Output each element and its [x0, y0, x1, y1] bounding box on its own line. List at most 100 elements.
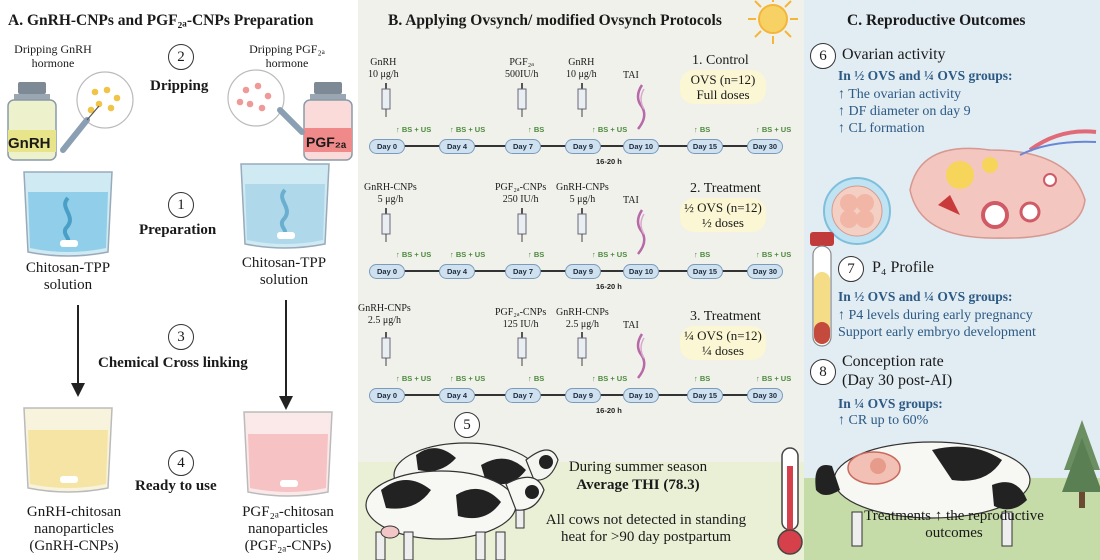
interval-label: 16-20 h	[596, 157, 622, 166]
day-marker: Day 0	[369, 264, 405, 279]
pgf-vial-icon	[303, 82, 353, 161]
step-4-number: 4	[168, 450, 194, 476]
sampling-label: ↑ BS + US	[756, 125, 792, 134]
s6-item: ↑ DF diameter on day 9	[838, 104, 971, 119]
s8-groups: In ¼ OVS groups:	[838, 396, 943, 411]
syringe-left-icon	[60, 71, 134, 153]
panel-a-title: A. GnRH-CNPs and PGF₂ₐ-CNPs Preparation	[8, 12, 314, 29]
day-marker: Day 15	[687, 139, 723, 154]
sampling-label: ↑ BS	[528, 374, 545, 383]
p1-group-pill: OVS (n=12)Full doses	[680, 70, 766, 104]
p1-group-title: 1. Control	[692, 53, 749, 68]
s7-item: Support early embryo development	[838, 325, 1036, 340]
day-marker: Day 9	[565, 139, 601, 154]
sampling-label: ↑ BS + US	[450, 125, 486, 134]
day-marker: Day 30	[747, 264, 783, 279]
p1-header-tai: TAI	[623, 70, 639, 81]
interval-label: 16-20 h	[596, 406, 622, 415]
bottom-outcome: Treatments ↑ the reproductive outcomes	[834, 508, 1074, 542]
s8-subtitle: (Day 30 post-AI)	[842, 372, 953, 389]
step-1-number: 1	[168, 192, 194, 218]
syringe-icon	[577, 332, 587, 366]
syringe-icon	[517, 332, 527, 366]
interval-label: 16-20 h	[596, 282, 622, 291]
s7-list: ↑ P4 levels during early pregnancy Suppo…	[838, 307, 1036, 341]
sampling-label: ↑ BS	[694, 250, 711, 259]
day-marker: Day 10	[623, 388, 659, 403]
step-3-number: 3	[168, 324, 194, 350]
day-marker: Day 30	[747, 388, 783, 403]
chitosan-right-label: Chitosan-TPP solution	[241, 255, 327, 288]
tree-icon	[1062, 420, 1100, 508]
day-marker: Day 15	[687, 264, 723, 279]
day-marker: Day 4	[439, 388, 475, 403]
arrow-down-right-icon	[279, 300, 293, 410]
pgf-cnps-label-line1: PGF₂ₐ-chitosan nanoparticles	[242, 504, 334, 537]
panel-b-title: B. Applying Ovsynch/ modified Ovsynch Pr…	[388, 12, 722, 29]
step-6-number: 6	[810, 43, 836, 69]
syringe-icon	[577, 208, 587, 242]
p2-group-pill: ½ OVS (n=12)½ doses	[680, 198, 766, 232]
sampling-label: ↑ BS + US	[592, 250, 628, 259]
panel-a-preparation: A. GnRH-CNPs and PGF₂ₐ-CNPs Preparation …	[0, 0, 358, 560]
day-marker: Day 15	[687, 388, 723, 403]
pgf-vial-label: PGF₂ₐ	[306, 134, 347, 150]
sampling-label: ↑ BS + US	[450, 250, 486, 259]
thermometer-icon	[777, 447, 803, 555]
s8-item: ↑ CR up to 60%	[838, 413, 929, 428]
cow-pregnant-illustration	[815, 441, 1031, 547]
pgf-cnps-label-line2: (PGF₂ₐ-CNPs)	[244, 538, 332, 554]
panel-c-outcomes: C. Reproductive Outcomes 6 Ovarian activ…	[804, 0, 1100, 560]
day-marker: Day 7	[505, 139, 541, 154]
step-3-label: Chemical Cross linking	[98, 355, 248, 371]
sampling-label: ↑ BS	[694, 125, 711, 134]
beaker-gnrh-cnps-icon	[23, 407, 113, 493]
day-marker: Day 4	[439, 264, 475, 279]
dripping-gnrh-label: Dripping GnRH hormone	[14, 42, 92, 70]
day-marker: Day 0	[369, 388, 405, 403]
sampling-label: ↑ BS + US	[396, 374, 432, 383]
bottom-outcome-line2: outcomes	[925, 525, 983, 541]
step-7-number: 7	[838, 256, 864, 282]
s8-title-block: Conception rate (Day 30 post-AI)	[842, 352, 952, 390]
sampling-label: ↑ BS	[694, 374, 711, 383]
s7-item: ↑ P4 levels during early pregnancy	[838, 308, 1033, 323]
syringe-icon	[381, 208, 391, 242]
day-marker: Day 10	[623, 139, 659, 154]
s6-item: ↑ CL formation	[838, 121, 925, 136]
season-label: During summer season	[568, 459, 708, 475]
sampling-label: ↑ BS + US	[756, 374, 792, 383]
beaker-chitosan-right-icon	[240, 163, 330, 249]
sampling-label: ↑ BS + US	[396, 250, 432, 259]
syringe-icon	[381, 83, 391, 117]
step-2-number: 2	[168, 44, 194, 70]
chitosan-left-label: Chitosan-TPP solution	[25, 260, 111, 293]
day-marker: Day 7	[505, 388, 541, 403]
beaker-pgf-cnps-icon	[243, 411, 333, 497]
panel-c-title: C. Reproductive Outcomes	[847, 12, 1026, 29]
p2-header-tai: TAI	[623, 195, 639, 206]
step-1-label: Preparation	[139, 222, 217, 238]
s7-groups: In ½ OVS and ¼ OVS groups:	[838, 289, 1013, 304]
s6-title: Ovarian activity	[842, 46, 946, 63]
day-marker: Day 9	[565, 264, 601, 279]
bottom-outcome-line1: Treatments ↑ the reproductive	[864, 508, 1044, 524]
gnrh-vial-label: GnRH	[8, 135, 51, 152]
day-marker: Day 0	[369, 139, 405, 154]
beaker-chitosan-left-icon	[23, 171, 113, 257]
syringe-icon	[517, 83, 527, 117]
step-8-number: 8	[810, 359, 836, 385]
sampling-label: ↑ BS + US	[592, 374, 628, 383]
ovary-icon	[909, 129, 1097, 239]
s6-item: ↑ The ovarian activity	[838, 87, 961, 102]
cows-illustration	[365, 442, 559, 560]
day-marker: Day 30	[747, 139, 783, 154]
thi-label: Average THI (78.3)	[576, 477, 700, 493]
